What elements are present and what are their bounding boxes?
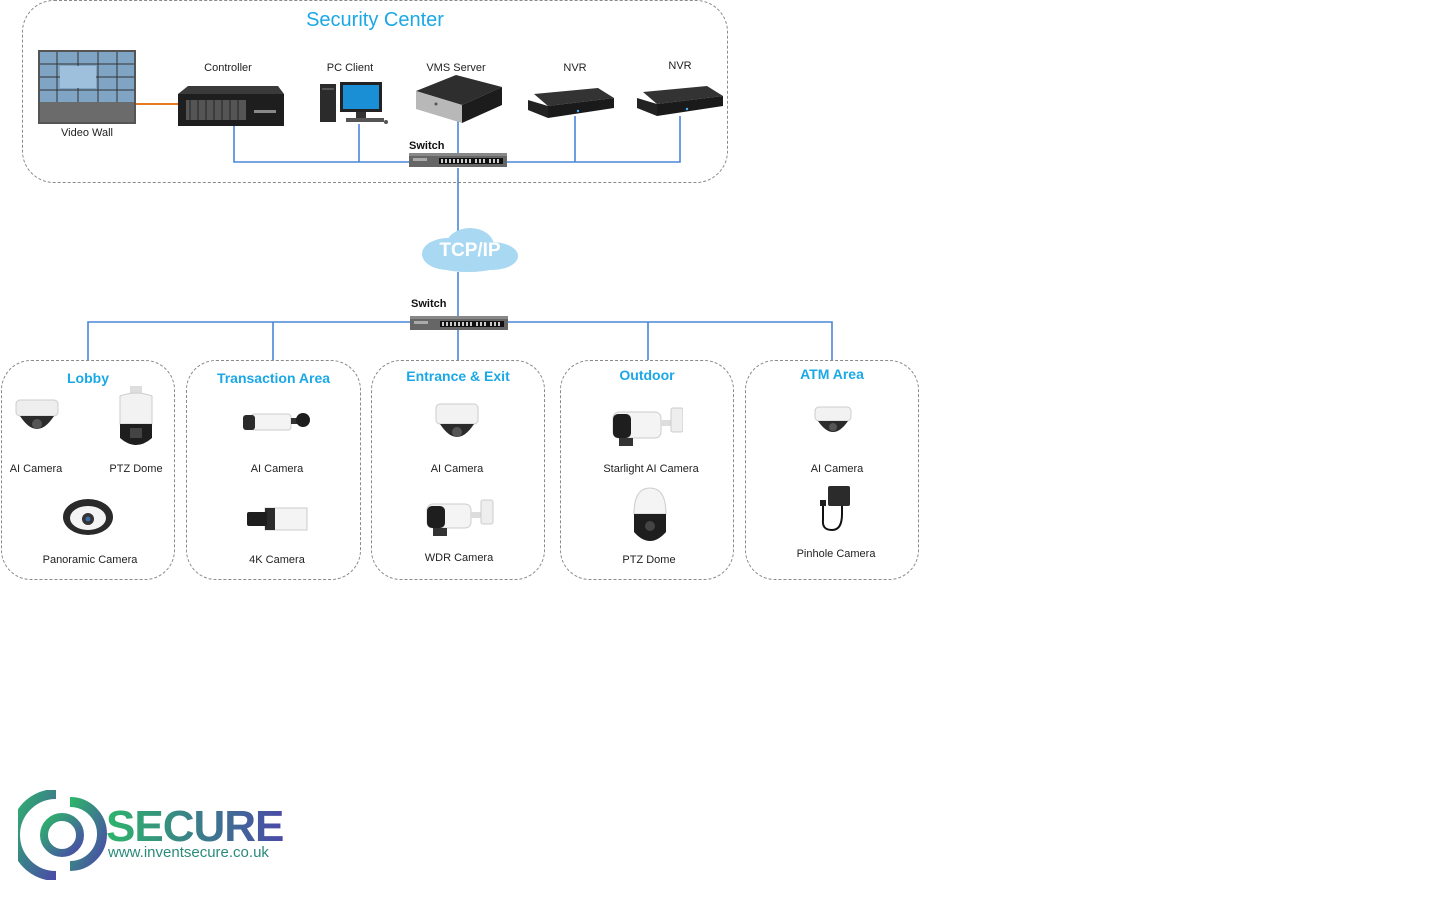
zone-atm-area: ATM Area xyxy=(745,360,919,580)
ptz-dome-icon xyxy=(119,386,153,445)
device-label: Panoramic Camera xyxy=(42,554,138,566)
zone-lobby: Lobby xyxy=(1,360,175,580)
main-switch-device xyxy=(410,316,508,335)
bullet-camera-icon xyxy=(426,499,494,536)
cloud-label: TCP/IP xyxy=(439,240,501,261)
cloud-icon xyxy=(422,228,518,272)
zone-title: Outdoor xyxy=(619,367,675,383)
nvr-2-device xyxy=(637,86,723,123)
dome-camera-icon xyxy=(15,399,59,429)
bullet-camera-icon xyxy=(243,413,310,431)
device-label: AI Camera xyxy=(9,463,63,475)
device-label: AI Camera xyxy=(430,463,484,475)
device-label: 4K Camera xyxy=(249,554,305,566)
video-wall-device xyxy=(38,50,136,129)
zone-title: Entrance & Exit xyxy=(406,368,510,384)
video-wall-icon xyxy=(38,50,136,124)
logo-wordmark: SECURE xyxy=(106,802,284,851)
network-switch-icon xyxy=(410,316,508,330)
pc-client-device xyxy=(318,80,390,131)
sc-bus-left xyxy=(233,126,410,163)
device-label: Starlight AI Camera xyxy=(603,463,699,475)
pc-client-label: PC Client xyxy=(326,62,374,74)
network-switch-icon xyxy=(409,153,507,167)
zone-outdoor: Outdoor xyxy=(560,360,734,580)
logo-url[interactable]: www.inventsecure.co.uk xyxy=(108,844,269,861)
dome-camera-icon xyxy=(435,403,479,437)
pinhole-camera-icon xyxy=(820,486,850,532)
device-label: WDR Camera xyxy=(424,552,494,564)
logo-mark-icon xyxy=(18,790,107,880)
video-wall-label: Video Wall xyxy=(61,127,113,139)
sc-switch-device xyxy=(409,153,507,172)
zone-entrance-exit: Entrance & Exit xyxy=(371,360,545,580)
zone-title: Lobby xyxy=(67,370,109,386)
zone-transaction-area: Transaction Area xyxy=(186,360,361,580)
device-label: PTZ Dome xyxy=(622,554,676,566)
vms-server-label: VMS Server xyxy=(426,62,486,74)
device-label: Pinhole Camera xyxy=(796,548,876,560)
rack-server-icon xyxy=(178,86,284,126)
device-label: AI Camera xyxy=(250,463,304,475)
security-center-title: Security Center xyxy=(306,9,444,31)
nvr-icon xyxy=(528,88,614,118)
security-center-zone: Security Center xyxy=(22,0,728,183)
dome-camera-icon xyxy=(814,406,852,432)
zone-title: ATM Area xyxy=(800,366,864,382)
vms-server-device xyxy=(416,75,502,130)
sc-bus-right xyxy=(506,116,681,163)
ptz-dome-icon xyxy=(633,487,667,541)
tcpip-cloud: TCP/IP xyxy=(418,226,522,276)
desktop-pc-icon xyxy=(320,82,388,124)
nvr-icon xyxy=(637,86,723,116)
main-switch-label: Switch xyxy=(411,298,447,310)
controller-label: Controller xyxy=(204,62,252,74)
box-camera-icon xyxy=(247,507,308,531)
device-label: AI Camera xyxy=(810,463,864,475)
panoramic-camera-icon xyxy=(63,499,113,535)
zone-bus-left xyxy=(87,321,410,360)
zone-bus-right xyxy=(507,321,833,360)
sc-switch-label: Switch xyxy=(409,140,445,152)
brand-logo: SECURE www.inventsecure.co.uk xyxy=(18,790,298,882)
server-box-icon xyxy=(416,75,502,123)
zone-title: Transaction Area xyxy=(216,370,331,386)
device-label: PTZ Dome xyxy=(109,463,163,475)
bullet-camera-icon xyxy=(612,407,683,446)
nvr-2-label: NVR xyxy=(668,60,692,72)
nvr-1-device xyxy=(528,88,614,125)
nvr-1-label: NVR xyxy=(563,62,587,74)
controller-device xyxy=(178,86,284,133)
